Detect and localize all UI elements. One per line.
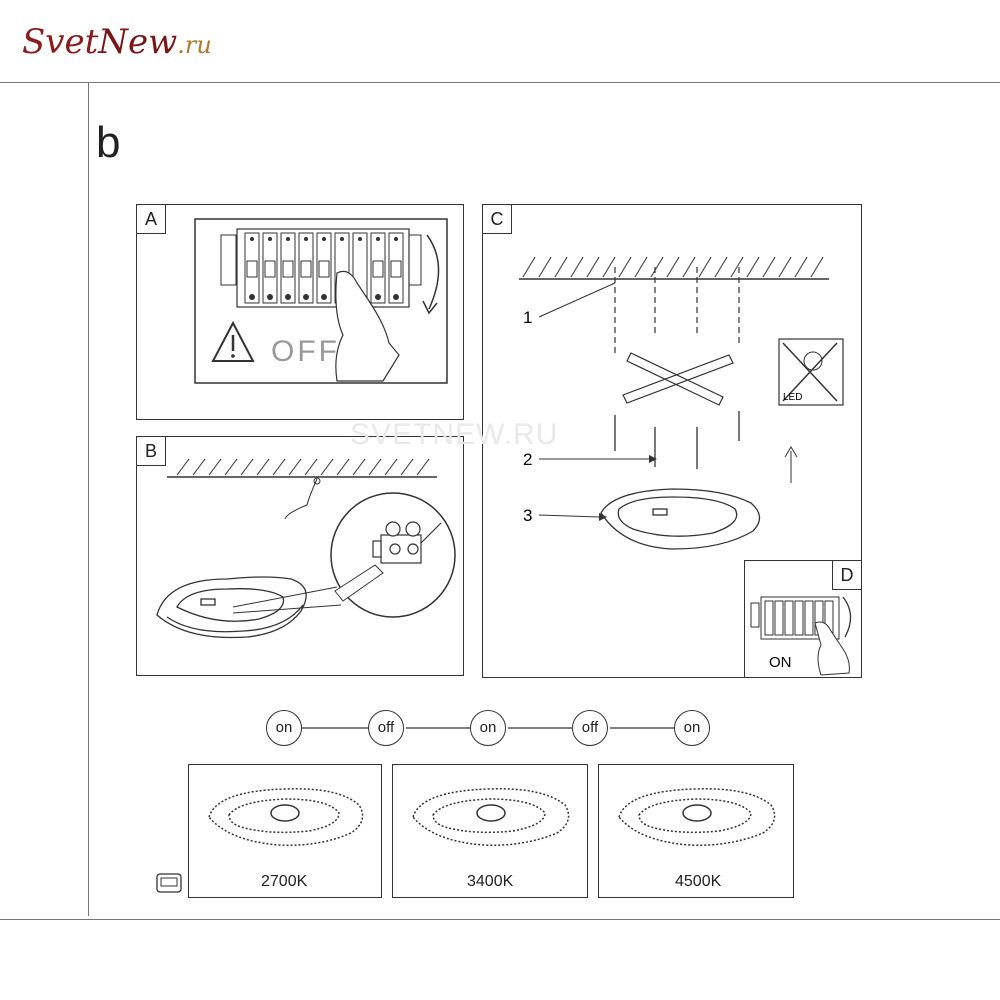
ceiling-lamp-icon <box>156 576 307 639</box>
switch-state-3: on <box>470 710 506 746</box>
page-letter: b <box>96 118 121 167</box>
color-temp-label-1: 2700K <box>261 873 308 890</box>
switch-state-1: on <box>266 710 302 746</box>
color-temp-panel-2: 3400K <box>392 764 588 898</box>
panel-c-tag: C <box>483 205 512 234</box>
ceiling-icon <box>167 458 437 478</box>
brand-part-3: .ru <box>177 31 212 59</box>
brand-part-2: New <box>98 22 178 62</box>
panel-c-illustration: 1 2 3 LED <box>519 256 844 550</box>
ceiling-lamp-icon <box>208 788 364 846</box>
switch-state-5: on <box>674 710 710 746</box>
off-label: OFF <box>271 335 340 368</box>
ceiling-lamp-icon <box>618 788 776 846</box>
up-arrow-icon <box>784 446 798 483</box>
watermark: SVETNEW.RU <box>350 418 559 451</box>
panel-b-tag: B <box>137 437 166 466</box>
panel-d-tag: D <box>832 561 861 590</box>
on-label: ON <box>769 654 792 671</box>
color-temp-label-2: 3400K <box>467 873 514 890</box>
color-temp-panel-1: 2700K <box>188 764 382 898</box>
hand-icon <box>814 621 850 676</box>
no-led-bulb-icon: LED <box>778 338 844 406</box>
color-temp-panel-3: 4500K <box>598 764 794 898</box>
color-temp-label-3: 4500K <box>675 873 722 890</box>
callout-2: 2 <box>523 450 532 469</box>
warning-triangle-icon <box>211 320 255 362</box>
ceiling-lamp-icon <box>600 488 761 550</box>
panel-b-illustration <box>156 458 456 639</box>
terminal-block-icon <box>372 521 442 564</box>
switch-state-2: off <box>368 710 404 746</box>
callout-1: 1 <box>523 308 532 327</box>
brand-part-1: Svet <box>22 22 99 62</box>
led-label: LED <box>783 392 802 403</box>
brand-logo-text: SvetNew.ru <box>22 22 212 62</box>
hand-icon <box>335 270 400 382</box>
switch-state-4: off <box>572 710 608 746</box>
callout-3: 3 <box>523 506 532 525</box>
panel-d-illustration: ON <box>750 596 852 676</box>
brand-logo[interactable]: SvetNew.ru <box>22 22 282 82</box>
page-frame <box>0 82 1000 920</box>
content-frame <box>88 82 1000 916</box>
panel-a-illustration: OFF <box>194 218 448 384</box>
panel-a-tag: A <box>137 205 166 234</box>
panel-a: A <box>136 204 464 420</box>
breaker-switch-icon <box>220 228 422 308</box>
panel-b: B <box>136 436 464 676</box>
ceiling-lamp-icon <box>412 788 570 846</box>
panel-d: D ON <box>744 560 862 678</box>
wall-switch-icon <box>156 873 182 893</box>
